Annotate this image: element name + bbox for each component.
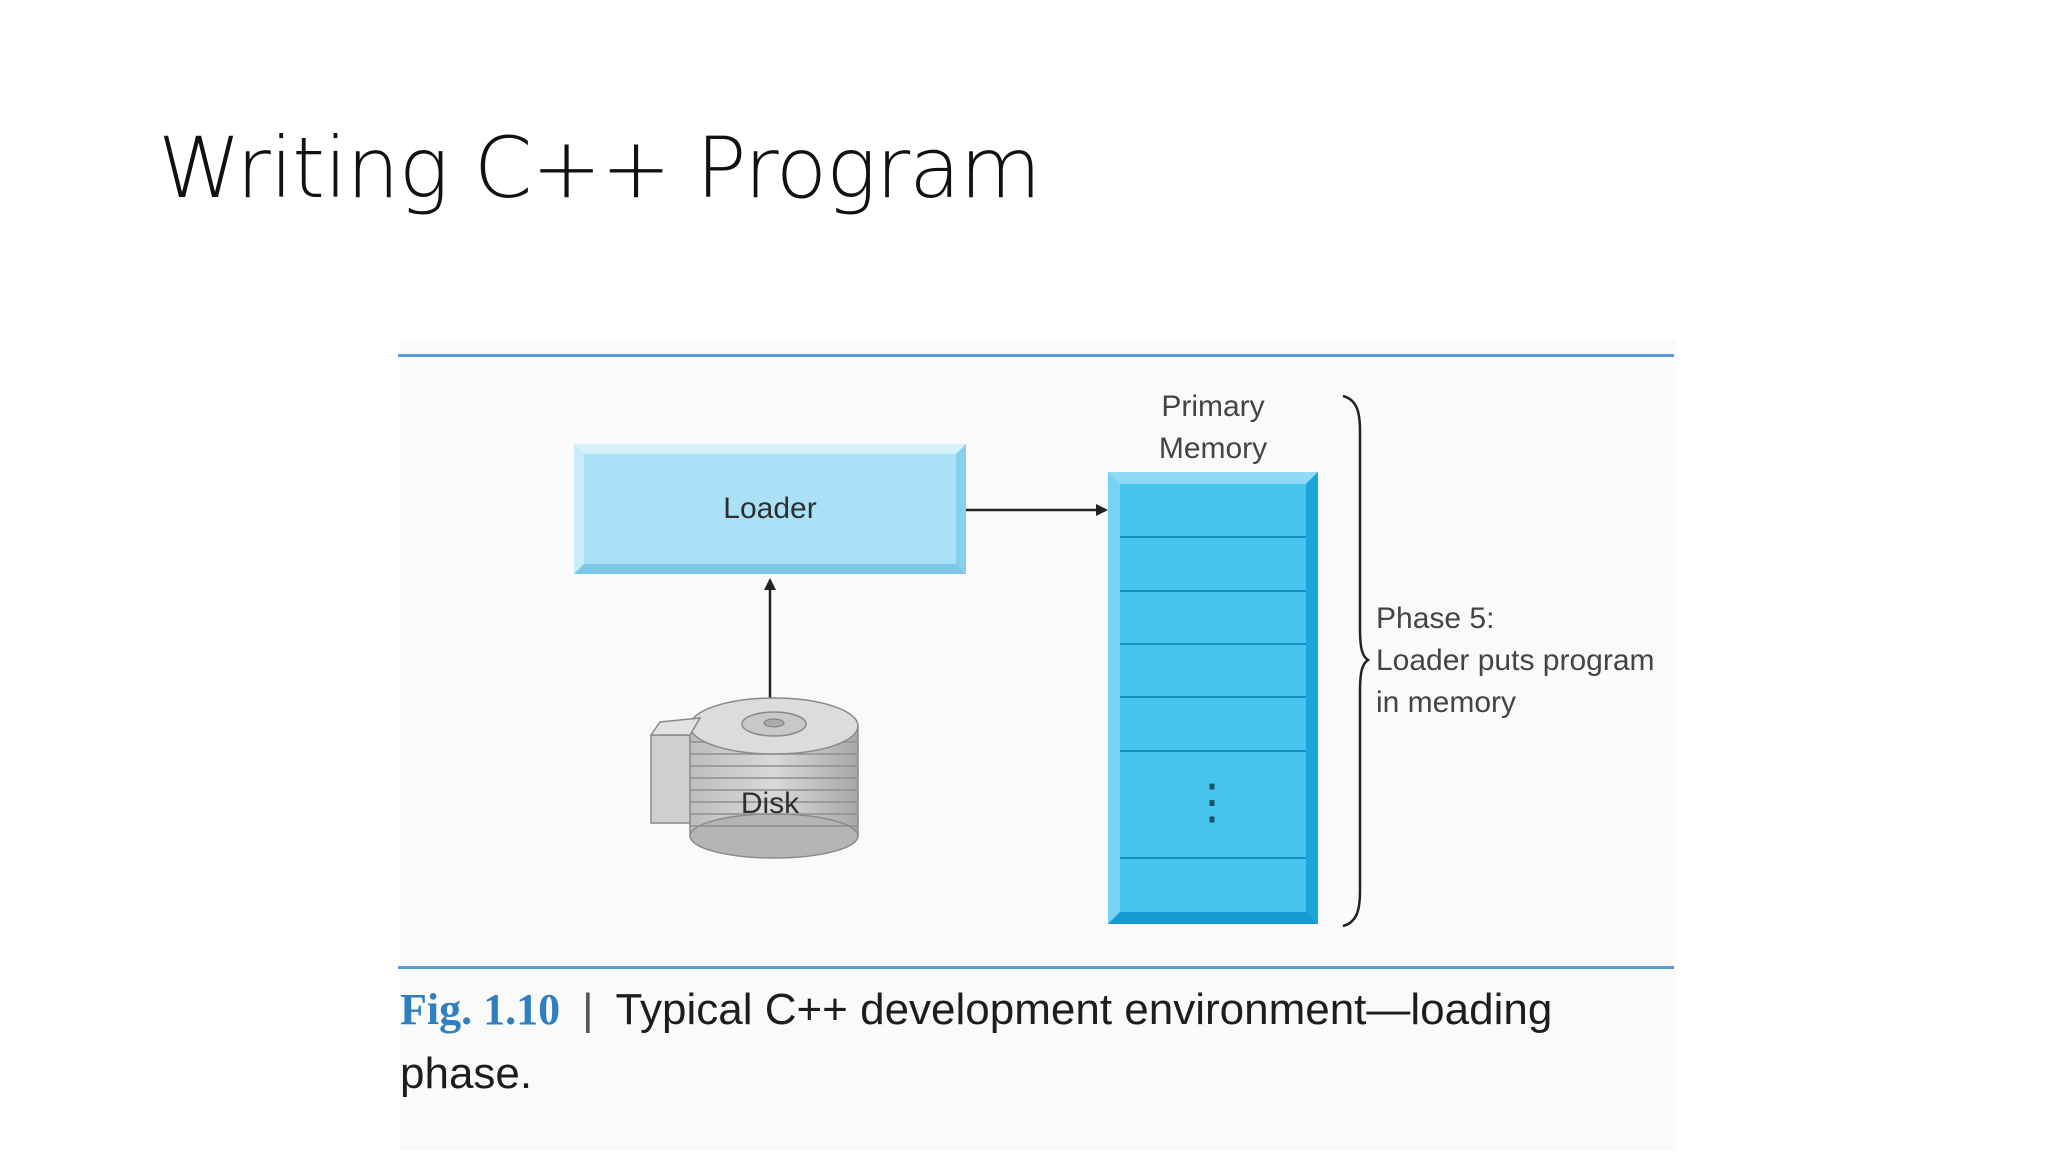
disk-icon xyxy=(649,697,859,859)
slide-title: Writing C++ Program xyxy=(158,119,1041,217)
memory-column: ⋮ xyxy=(1108,472,1318,924)
phase-description: Phase 5: Loader puts program in memory xyxy=(1376,602,1655,719)
disk-label: Disk xyxy=(740,787,800,820)
loader-box xyxy=(574,444,966,574)
caption-text: Typical C++ development environment—load… xyxy=(400,985,1553,1098)
memory-ellipsis: ⋮ xyxy=(1188,774,1236,830)
phase-brace xyxy=(1342,394,1371,928)
figure-top-rule xyxy=(398,354,1674,357)
figure-caption: Fig. 1.10 |Typical C++ development enviro… xyxy=(400,978,1630,1106)
primary-memory-label: Primary Memory xyxy=(1158,390,1268,465)
figure-number: Fig. 1.10 xyxy=(400,985,561,1034)
caption-separator: | xyxy=(582,985,594,1034)
figure-bottom-rule xyxy=(398,966,1674,969)
loader-label: Loader xyxy=(723,492,817,525)
